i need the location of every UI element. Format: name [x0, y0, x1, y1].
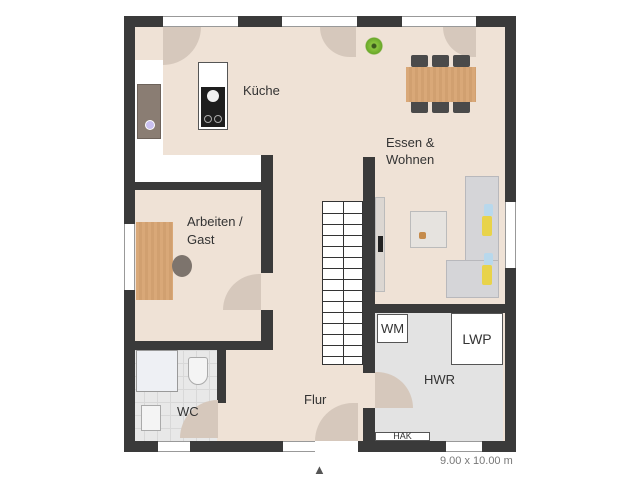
shower [136, 350, 178, 392]
house-connection-box: HAK [375, 432, 430, 441]
room-label-kueche: Küche [243, 83, 280, 98]
desk [136, 222, 173, 300]
dining-chair [432, 100, 449, 113]
room-label-hwr: HWR [424, 372, 456, 387]
kitchen-sink [137, 84, 161, 139]
sink-drain-icon [145, 120, 155, 130]
dining-chair [411, 55, 428, 67]
washing-machine: WM [377, 314, 408, 343]
dining-table [406, 67, 476, 102]
room-label-wc: WC [177, 404, 199, 419]
cooktop-icon [201, 87, 225, 127]
wall-hwr-top [363, 304, 508, 313]
dining-chair [453, 100, 470, 113]
wall-stair-right [363, 157, 375, 373]
wall-wc-right [217, 341, 226, 403]
entrance-door-opening [315, 441, 358, 452]
wall-hwr-left-lower [363, 408, 375, 444]
cushion [484, 253, 493, 265]
dining-chair [453, 55, 470, 67]
wall-arbeiten-lower [261, 310, 273, 350]
plant-icon [360, 34, 388, 58]
desk-chair [172, 255, 192, 277]
window-top-3 [402, 16, 476, 27]
coffee-table [410, 211, 447, 248]
toilet [188, 357, 208, 385]
window-bottom-3 [446, 441, 482, 452]
wall-arbeiten-bottom [131, 341, 273, 350]
heat-pump: LWP [451, 313, 503, 365]
tv-sideboard [375, 197, 385, 292]
window-top-1 [163, 16, 238, 27]
wall-kitchen-right [261, 155, 273, 273]
kitchen-counter-bottom [131, 155, 261, 182]
kitchen-island [198, 62, 228, 130]
dining-chair [432, 55, 449, 67]
wc-washbasin [141, 405, 161, 431]
cushion [484, 204, 493, 216]
room-label-gast: Gast [187, 232, 215, 247]
staircase [322, 201, 363, 365]
window-top-2 [282, 16, 357, 27]
wall-arbeiten-top [131, 182, 273, 190]
cushion [482, 216, 492, 236]
window-bottom-1 [158, 441, 190, 452]
dimensions-label: 9.00 x 10.00 m [440, 455, 513, 467]
cushion [482, 265, 492, 285]
dining-chair [411, 100, 428, 113]
entrance-arrow-icon: ▲ [313, 462, 326, 477]
room-label-essen: Essen & [386, 135, 435, 150]
room-label-wohnen: Wohnen [386, 152, 435, 167]
window-left [124, 224, 135, 290]
room-label-arbeiten: Arbeiten / [187, 214, 243, 229]
room-label-flur: Flur [304, 392, 327, 407]
window-bottom-2 [283, 441, 315, 452]
tv-icon [378, 236, 383, 252]
window-right [505, 202, 516, 268]
